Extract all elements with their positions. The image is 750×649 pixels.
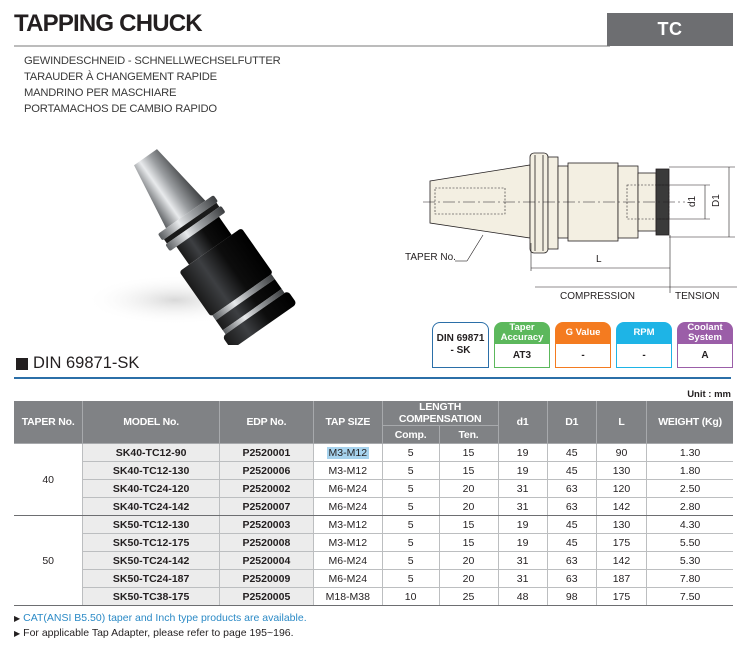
col-edp: EDP No. xyxy=(218,401,314,444)
spec-coolant-system: Coolant System A xyxy=(677,322,733,368)
label-d1: d1 xyxy=(687,195,698,207)
standard-badge: DIN 69871 - SK xyxy=(432,322,489,368)
table-row: SK50-TC24-142 P2520004 M6-M24 5 20 31 63… xyxy=(14,551,733,570)
col-model: MODEL No. xyxy=(82,401,220,444)
section-divider xyxy=(14,377,731,379)
category-code-badge: TC xyxy=(607,13,733,46)
taper-group-50: 50 xyxy=(14,515,84,606)
table-row: SK50-TC12-175 P2520008 M3-M12 5 15 19 45… xyxy=(14,533,733,552)
col-weight: WEIGHT (Kg) xyxy=(646,401,733,444)
subtitle-german: GEWINDESCHNEID - SCHNELLWECHSELFUTTER xyxy=(24,55,281,67)
label-length: L xyxy=(596,254,602,265)
col-L: L xyxy=(595,401,648,444)
col-length-compensation: LENGTH COMPENSATION xyxy=(381,401,499,426)
label-taper: TAPER No. xyxy=(405,252,456,263)
col-comp: Comp. xyxy=(382,425,440,444)
spec-taper-accuracy: Taper Accuracy AT3 xyxy=(494,322,550,368)
table-row: SK40-TC24-120 P2520002 M6-M24 5 20 31 63… xyxy=(14,479,733,498)
subtitle-spanish: PORTAMACHOS DE CAMBIO RAPIDO xyxy=(24,103,217,115)
subtitle-french: TARAUDER À CHANGEMENT RAPIDE xyxy=(24,71,217,83)
triangle-bullet-icon: ▶ xyxy=(14,614,21,623)
label-D1: D1 xyxy=(711,194,722,207)
title-divider xyxy=(14,45,610,47)
tap-size-cell-selected[interactable]: M3-M12 xyxy=(312,443,383,462)
triangle-bullet-icon: ▶ xyxy=(14,629,21,638)
table-row: SK40-TC12-130 P2520006 M3-M12 5 15 19 45… xyxy=(14,461,733,480)
table-row: SK50-TC38-175 P2520005 M18-M38 10 25 48 … xyxy=(14,587,733,606)
section-title: DIN 69871-SK xyxy=(16,354,139,373)
table-row: 40 SK40-TC12-90 P2520001 M3-M12 5 15 19 … xyxy=(14,443,733,516)
col-d1: d1 xyxy=(497,401,548,444)
table-row: SK40-TC24-142 P2520007 M6-M24 5 20 31 63… xyxy=(14,497,733,516)
spec-rpm: RPM - xyxy=(616,322,672,368)
subtitle-italian: MANDRINO PER MASCHIARE xyxy=(24,87,177,99)
note-tap-adapter: ▶For applicable Tap Adapter, please refe… xyxy=(14,627,294,639)
technical-drawing: TAPER No. L COMPRESSION TENSION d1 D1 xyxy=(395,143,745,308)
page-title: TAPPING CHUCK xyxy=(14,10,203,37)
col-taper: TAPER No. xyxy=(14,401,84,444)
label-compression: COMPRESSION xyxy=(560,291,635,302)
footnotes: ▶CAT(ANSI B5.50) taper and Inch type pro… xyxy=(14,611,307,641)
table-row: SK50-TC24-187 P2520009 M6-M24 5 20 31 63… xyxy=(14,569,733,588)
unit-label: Unit : mm xyxy=(687,389,731,400)
col-ten: Ten. xyxy=(438,425,499,444)
product-photo xyxy=(80,130,320,349)
label-tension: TENSION xyxy=(675,291,719,302)
spec-badges: DIN 69871 - SK Taper Accuracy AT3 G Valu… xyxy=(432,322,733,368)
taper-group-40: 40 xyxy=(14,443,84,516)
square-bullet-icon xyxy=(16,357,28,370)
spec-g-value: G Value - xyxy=(555,322,611,368)
product-spec-table: TAPER No. MODEL No. EDP No. TAP SIZE LEN… xyxy=(14,401,733,606)
col-tap-size: TAP SIZE xyxy=(312,401,383,444)
table-row: 50 SK50-TC12-130 P2520003 M3-M12 5 15 19… xyxy=(14,515,733,606)
translated-subtitles: GEWINDESCHNEID - SCHNELLWECHSELFUTTER TA… xyxy=(24,53,281,117)
note-cat-availability: ▶CAT(ANSI B5.50) taper and Inch type pro… xyxy=(14,612,307,624)
col-D1: D1 xyxy=(546,401,597,444)
